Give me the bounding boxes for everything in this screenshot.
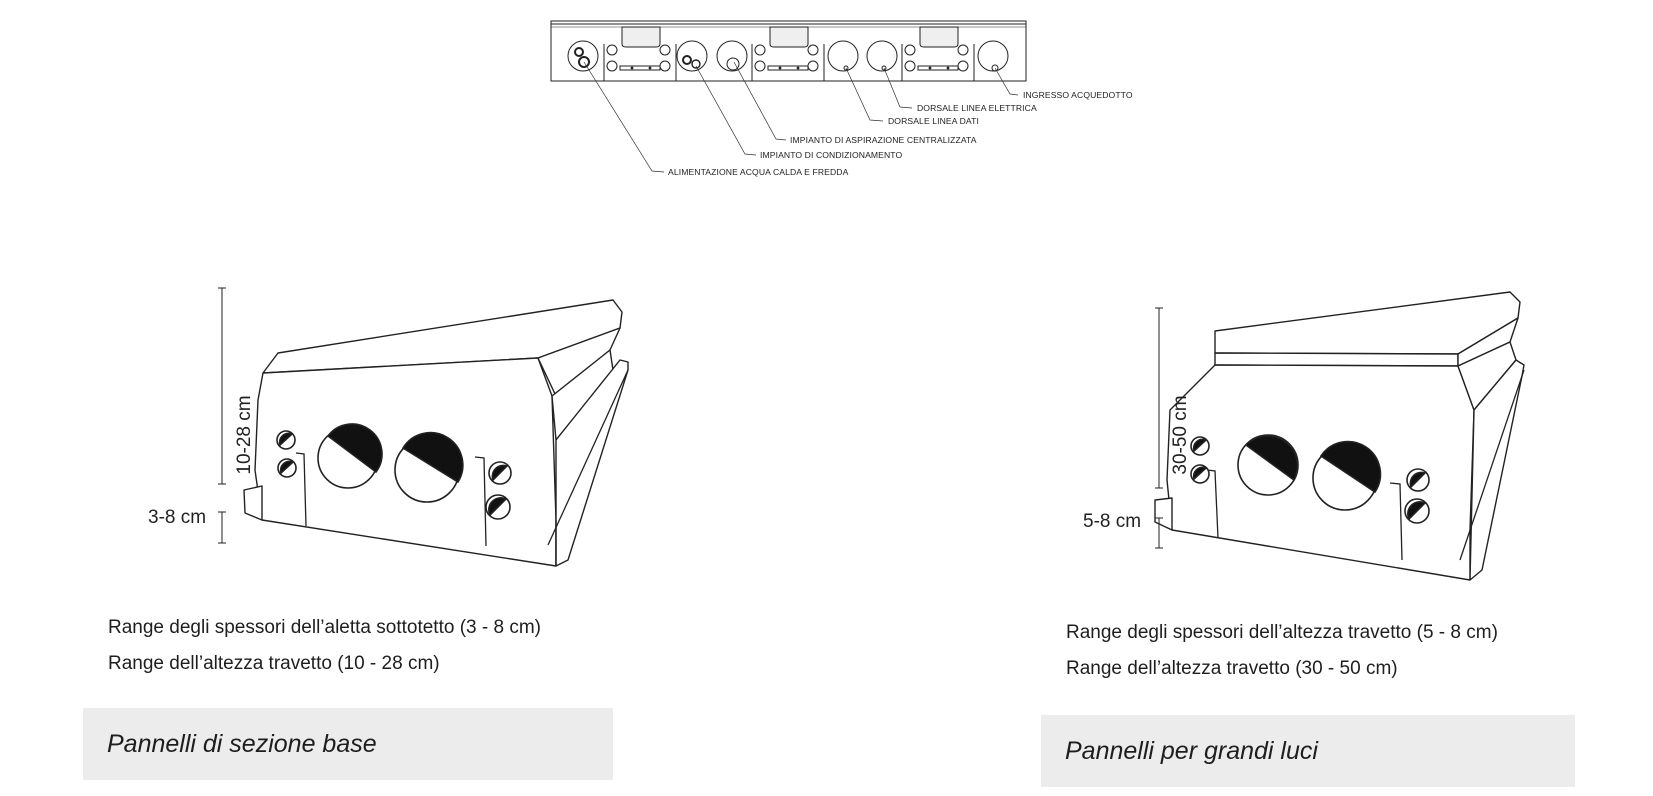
panel-base-drawing: 10-28 cm 3-8 cm [148, 287, 629, 567]
caption-height-range: Range dell’altezza travetto (10 - 28 cm) [108, 653, 440, 674]
floor-section-diagram: INGRESSO ACQUEDOTTO DORSALE LINEA ELETTR… [550, 20, 1133, 177]
height-dimension-label: 30-50 cm [1170, 395, 1191, 474]
panel-label-box: Pannelli per grandi luci [1041, 715, 1575, 787]
callout-impianto-condizionamento: IMPIANTO DI CONDIZIONAMENTO [760, 150, 902, 160]
callout-alimentazione-acqua: ALIMENTAZIONE ACQUA CALDA E FREDDA [668, 167, 849, 177]
height-dimension-label: 10-28 cm [234, 395, 255, 474]
flange-dimension-label: 5-8 cm [1083, 511, 1141, 532]
caption-flange-range: Range degli spessori dell’aletta sottote… [108, 617, 541, 638]
panel-type-label: Pannelli di sezione base [107, 729, 377, 758]
caption-height-range: Range dell’altezza travetto (30 - 50 cm) [1066, 658, 1398, 679]
caption-flange-range: Range degli spessori dell’altezza travet… [1066, 622, 1498, 643]
callout-ingresso-acquedotto: INGRESSO ACQUEDOTTO [1023, 90, 1133, 100]
callout-impianto-aspirazione: IMPIANTO DI ASPIRAZIONE CENTRALIZZATA [790, 135, 977, 145]
panel-type-label: Pannelli per grandi luci [1065, 736, 1318, 765]
panel-large-span-drawing: 30-50 cm 5-8 cm [1083, 291, 1525, 581]
panel-label-box: Pannelli di sezione base [83, 708, 613, 780]
callout-dorsale-linea-elettrica: DORSALE LINEA ELETTRICA [917, 103, 1037, 113]
flange-dimension-label: 3-8 cm [148, 507, 206, 528]
callout-dorsale-linea-dati: DORSALE LINEA DATI [888, 116, 979, 126]
